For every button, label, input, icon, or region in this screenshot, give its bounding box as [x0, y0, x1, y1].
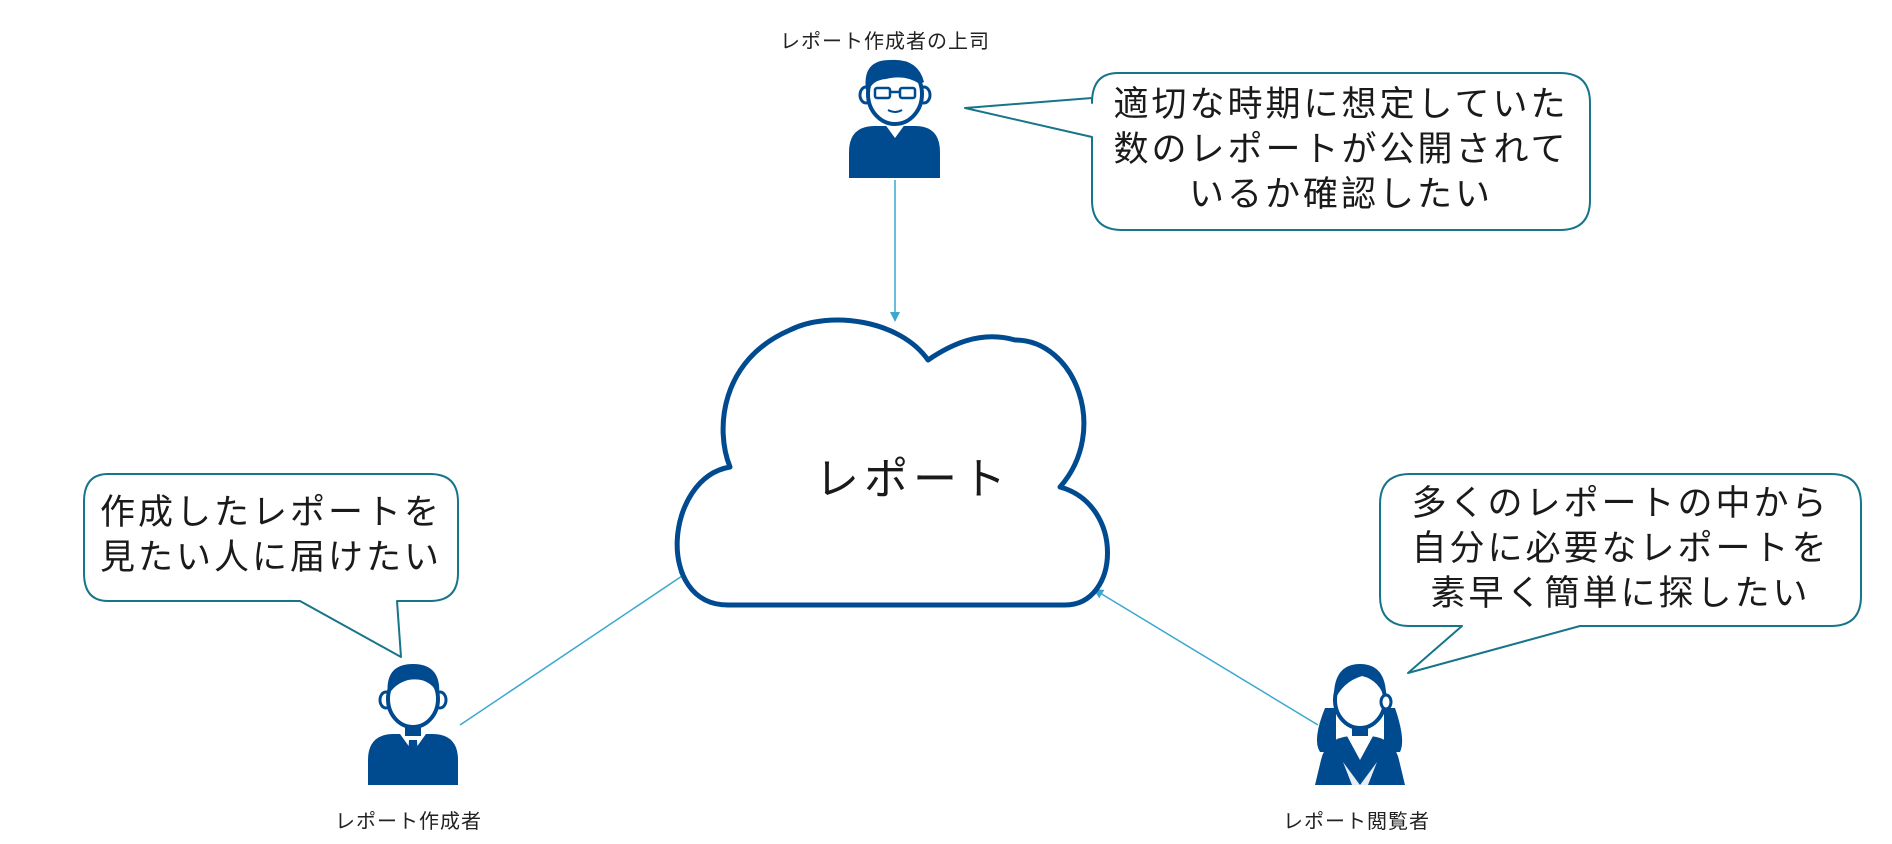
speech-bubble-author	[83, 473, 459, 658]
cloud-icon	[674, 317, 1110, 608]
speech-text-author: 作成したレポートを 見たい人に届けたい	[88, 491, 454, 581]
speech-bubble-viewer	[1379, 473, 1862, 674]
cloud-label: レポート	[815, 454, 1011, 505]
connector-author-to-report	[459, 570, 690, 726]
speech-line: 自分に必要なレポートを	[1411, 529, 1830, 569]
speech-line: 多くのレポートの中から	[1411, 484, 1830, 524]
speech-line: 数のレポートが公開されて	[1113, 130, 1569, 170]
speech-line: いるか確認したい	[1188, 175, 1493, 215]
speech-bubble-supervisor	[964, 72, 1591, 231]
supervisor-label: レポート作成者の上司	[780, 29, 990, 53]
speech-line: 素早く簡単に探したい	[1430, 574, 1811, 614]
speech-text-supervisor: 適切な時期に想定していた 数のレポートが公開されて いるか確認したい	[1100, 83, 1582, 218]
speech-line: 見たい人に届けたい	[99, 538, 442, 578]
speech-line: 作成したレポートを	[99, 493, 442, 533]
connector-viewer-to-report	[1093, 588, 1319, 726]
businessman-icon	[368, 664, 458, 785]
man-with-glasses-icon	[849, 59, 940, 178]
author-label: レポート作成者	[335, 809, 482, 833]
speech-line: 適切な時期に想定していた	[1113, 85, 1569, 125]
businesswoman-icon	[1315, 664, 1405, 785]
viewer-label: レポート閲覧者	[1283, 809, 1430, 833]
speech-text-viewer: 多くのレポートの中から 自分に必要なレポートを 素早く簡単に探したい	[1384, 482, 1857, 617]
